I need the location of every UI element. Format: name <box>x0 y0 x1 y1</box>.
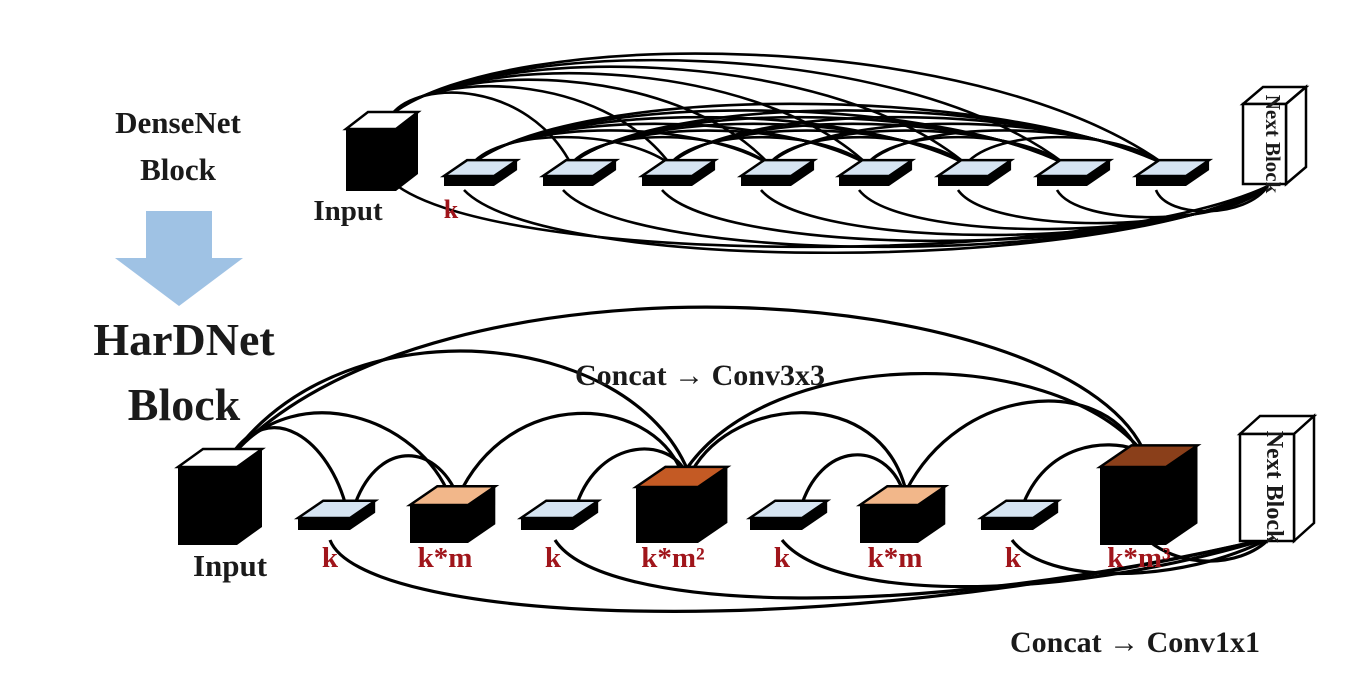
hardnet-layer-labels: k k*m k k*m² k k*m k k*m³ <box>322 542 1171 574</box>
densenet-next-block: Next Block <box>1239 84 1310 194</box>
densenet-layer-block <box>1131 158 1214 186</box>
densenet-layer-block <box>538 158 621 186</box>
hardnet-layer-label: k <box>774 542 791 574</box>
hardnet-layer-block <box>516 499 603 530</box>
densenet-title-line2: Block <box>140 152 217 187</box>
densenet-diagram: DenseNet Block Next Block Input k <box>115 52 1310 255</box>
densenet-input-label: Input <box>313 195 383 227</box>
hardnet-title-line1: HarDNet <box>93 314 275 365</box>
hardnet-connections <box>228 305 1272 613</box>
densenet-connections <box>387 52 1270 255</box>
densenet-connection <box>1154 185 1270 213</box>
densenet-layer-block <box>637 158 720 186</box>
densenet-input-block <box>342 110 422 191</box>
hardnet-layer-label: k*m³ <box>1107 542 1171 574</box>
hardnet-layer-block <box>293 499 380 530</box>
hardnet-layer-block <box>405 485 500 543</box>
hardnet-layer-label: k*m² <box>641 542 705 574</box>
hardnet-layer-block <box>855 485 950 543</box>
densenet-layer-block <box>736 158 819 186</box>
hardnet-title-line2: Block <box>128 379 241 430</box>
down-arrow-icon <box>115 211 243 306</box>
densenet-layer-label: k <box>444 195 459 224</box>
hardnet-layer-label: k*m <box>868 542 923 574</box>
hardnet-bottom-caption: Concat → Conv1x1 <box>1010 626 1260 659</box>
densenet-connection <box>956 184 1269 225</box>
hardnet-input-label: Input <box>193 548 268 583</box>
hardnet-next-block-label: Next Block <box>1261 431 1287 544</box>
hardnet-layer-block <box>631 465 732 543</box>
hardnet-next-block: Next Block <box>1236 413 1318 544</box>
densenet-layer-block <box>834 158 917 186</box>
densenet-next-block-label: Next Block <box>1261 95 1285 194</box>
densenet-connection <box>965 135 1165 166</box>
hardnet-layer-block <box>745 499 832 530</box>
hardnet-layer-label: k <box>322 542 339 574</box>
densenet-connection <box>391 52 1165 166</box>
hardnet-layer-label: k*m <box>418 542 473 574</box>
densenet-layers <box>439 158 1214 186</box>
hardnet-layer-label: k <box>1005 542 1022 574</box>
hardnet-layer-block <box>1095 444 1202 545</box>
densenet-connection <box>390 91 573 165</box>
densenet-layer-block <box>439 158 522 186</box>
densenet-title-line1: DenseNet <box>115 105 241 140</box>
hardnet-layer-label: k <box>545 542 562 574</box>
hardnet-input-block <box>174 447 266 545</box>
densenet-connection <box>1055 185 1269 219</box>
densenet-layer-block <box>933 158 1016 186</box>
hardnet-layers <box>293 444 1202 545</box>
densenet-layer-block <box>1032 158 1115 186</box>
hardnet-top-caption: Concat → Conv3x3 <box>575 359 825 392</box>
hardnet-diagram: HarDNet Block <box>93 305 1318 659</box>
hardnet-layer-block <box>976 499 1063 530</box>
